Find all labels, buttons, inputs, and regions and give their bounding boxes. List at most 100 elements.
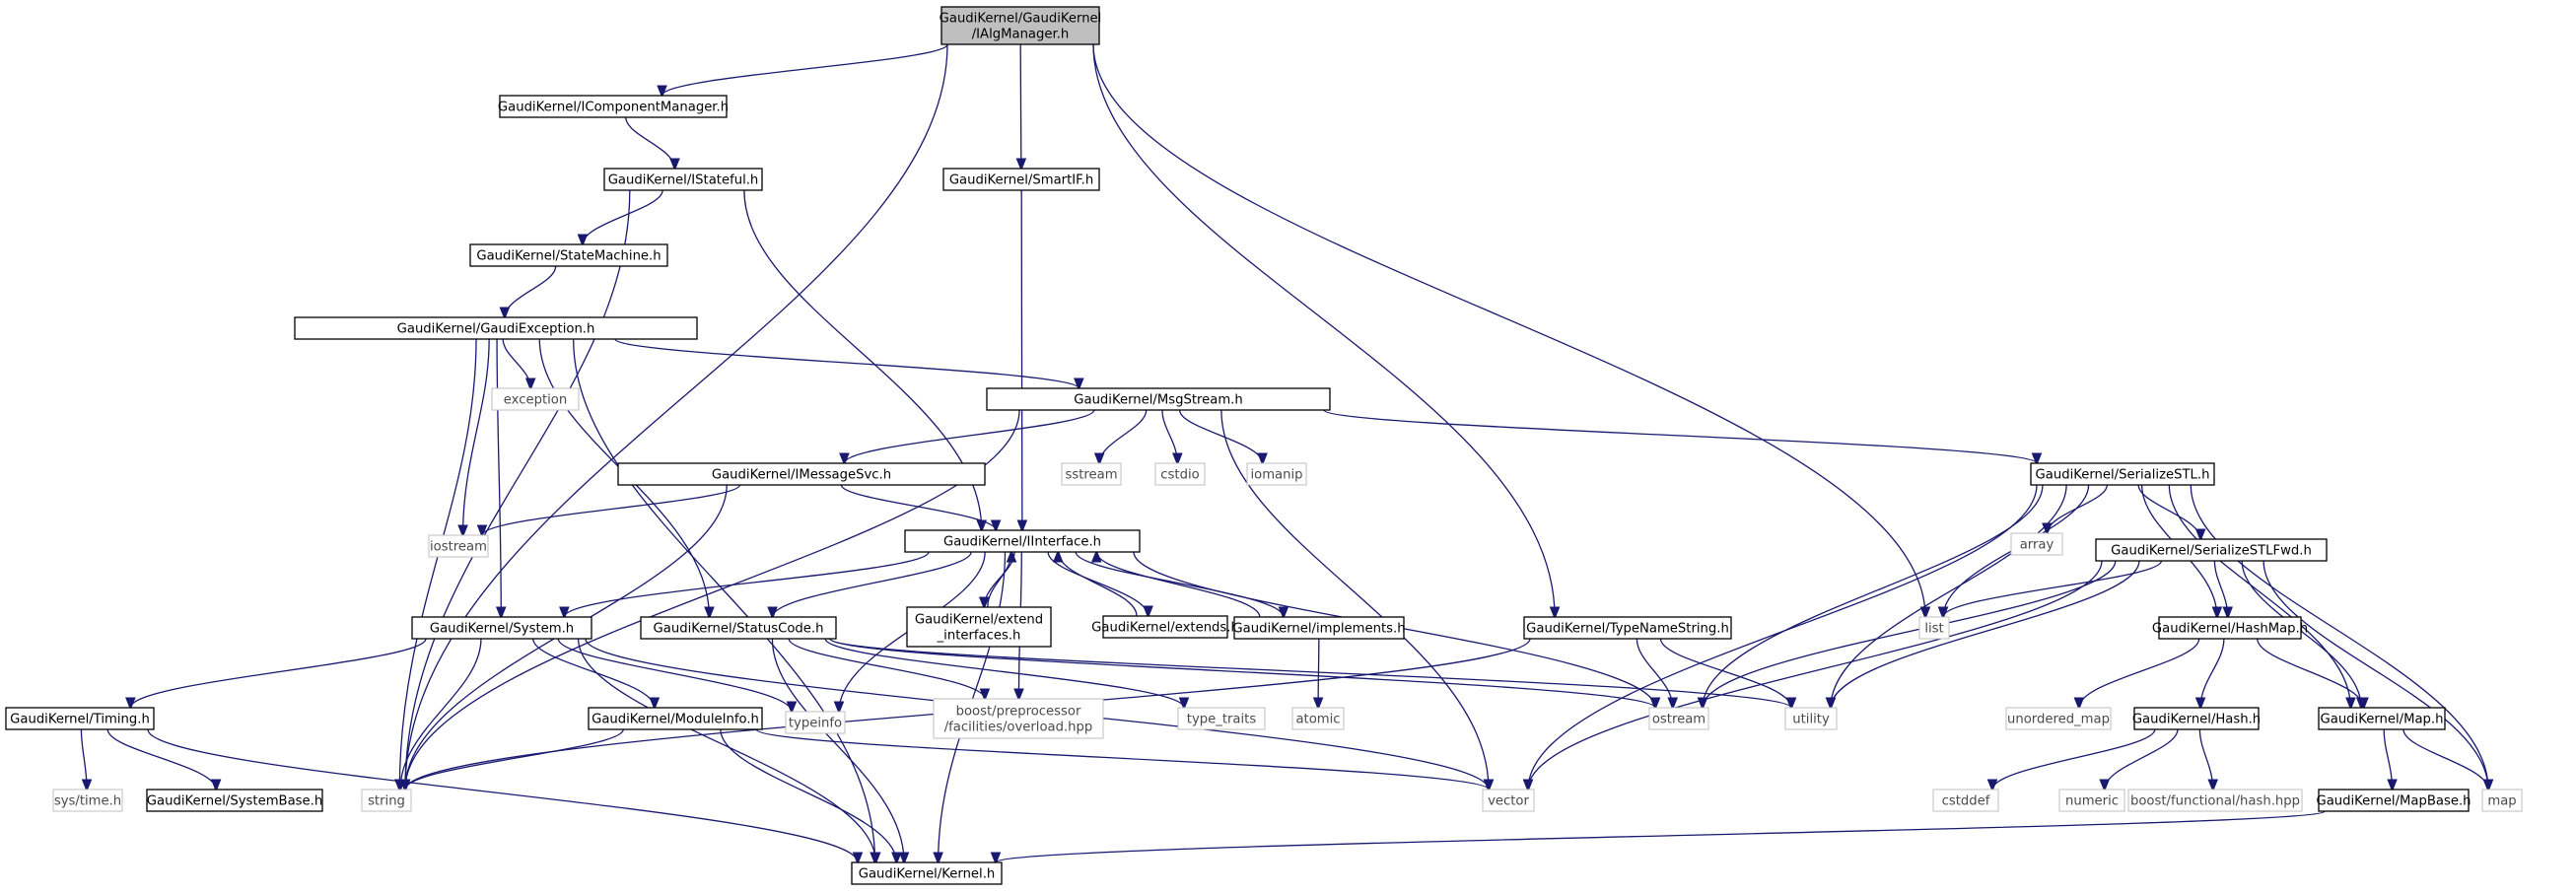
node-box: [1061, 462, 1122, 486]
node-extends[interactable]: GaudiKernel/extends.h: [1091, 615, 1239, 639]
edge-timing-to-systime: [80, 728, 87, 790]
node-box: [640, 616, 837, 640]
edge-root-to-smartif: [1020, 43, 1021, 169]
node-cstddef: cstddef: [1932, 789, 1999, 812]
node-box: [428, 534, 489, 558]
edge-tns-to-ostream: [1636, 638, 1672, 708]
node-box: [940, 6, 1100, 45]
edge-msgs-to-cstdio: [1161, 409, 1177, 463]
edge-modinfo-to-kernel: [720, 728, 897, 862]
node-box: [1482, 789, 1535, 812]
node-map: map: [2481, 789, 2523, 812]
node-label: map: [2487, 794, 2516, 809]
edge-iint-to-system: [564, 551, 930, 617]
edge-gexc-to-system: [497, 338, 501, 617]
node-hash[interactable]: GaudiKernel/Hash.h: [2132, 707, 2261, 730]
node-box: [499, 95, 728, 118]
node-box: [1177, 707, 1266, 730]
edge-iint-to-extends: [1047, 551, 1149, 616]
node-gexc[interactable]: GaudiKernel/GaudiException.h: [294, 316, 698, 340]
edge-gexc-to-msgs: [614, 338, 1079, 388]
edge-serial-to-serfwd: [2137, 484, 2200, 539]
node-impl[interactable]: GaudiKernel/implements.h: [1232, 616, 1406, 640]
node-box: [1648, 707, 1709, 730]
edge-system-to-string: [400, 638, 482, 790]
node-root[interactable]: GaudiKernel/GaudiKernel/IAlgManager.h: [940, 6, 1102, 45]
node-statc[interactable]: GaudiKernel/StatusCode.h: [640, 616, 837, 640]
node-box: [1154, 462, 1206, 486]
edge-root-to-string: [405, 43, 948, 790]
node-label: utility: [1792, 713, 1830, 727]
node-modinfo[interactable]: GaudiKernel/ModuleInfo.h: [588, 707, 763, 730]
node-box: [2030, 462, 2215, 486]
edge-extif-to-iint: [987, 552, 1011, 608]
edge-gexc-to-exception: [502, 338, 530, 388]
node-box: [2010, 532, 2063, 556]
node-box: [1784, 707, 1838, 730]
node-label: GaudiKernel/extend: [915, 613, 1043, 628]
node-label: /facilities/overload.hpp: [944, 721, 1093, 735]
node-statem[interactable]: GaudiKernel/StateMachine.h: [469, 243, 668, 267]
node-array: array: [2010, 532, 2063, 556]
node-icomp[interactable]: GaudiKernel/IComponentManager.h: [498, 95, 729, 118]
node-smartif[interactable]: GaudiKernel/SmartIF.h: [942, 168, 1100, 191]
edge-iint-to-statc: [773, 551, 972, 617]
edge-impl-to-iint: [1096, 552, 1261, 618]
node-label: GaudiKernel/IInterface.h: [943, 535, 1101, 550]
node-extif[interactable]: GaudiKernel/extend_interfaces.h: [906, 606, 1052, 648]
edge-statem-to-gexc: [505, 265, 557, 317]
edge-statc-to-utility: [829, 638, 1791, 708]
node-kernel[interactable]: GaudiKernel/Kernel.h: [851, 861, 1003, 885]
node-exception: exception: [491, 387, 580, 411]
node-box: [294, 316, 698, 340]
edge-statc-to-kernel: [771, 638, 904, 862]
node-label: GaudiKernel/IMessageSvc.h: [712, 468, 891, 483]
edge-tns-to-utility: [1659, 638, 1791, 708]
edge-mapd-to-map: [2402, 728, 2488, 790]
node-label: GaudiKernel/GaudiException.h: [397, 322, 595, 337]
node-atomic: atomic: [1291, 707, 1345, 730]
node-label: typeinfo: [789, 717, 842, 731]
node-tns[interactable]: GaudiKernel/TypeNameString.h: [1523, 616, 1732, 640]
node-sysbase[interactable]: GaudiKernel/SystemBase.h: [146, 789, 323, 812]
edge-statc-to-boostpp: [788, 638, 985, 699]
node-box: [1102, 615, 1228, 639]
edge-serial-to-ostream: [1703, 484, 2044, 708]
node-label: GaudiKernel/SerializeSTL.h: [2036, 468, 2210, 483]
node-box: [1233, 616, 1405, 640]
node-label: GaudiKernel/MsgStream.h: [1074, 393, 1242, 408]
node-serial[interactable]: GaudiKernel/SerializeSTL.h: [2030, 462, 2215, 486]
node-serfwd[interactable]: GaudiKernel/SerializeSTLFwd.h: [2095, 538, 2328, 562]
edge-serfwd-to-utility: [1831, 560, 2140, 708]
node-label: type_traits: [1187, 713, 1257, 727]
edges-layer: [80, 43, 2488, 862]
node-istate[interactable]: GaudiKernel/IStateful.h: [603, 168, 763, 191]
node-label: GaudiKernel/MapBase.h: [2316, 794, 2471, 809]
edge-root-to-list: [1092, 43, 1925, 617]
node-imsg[interactable]: GaudiKernel/IMessageSvc.h: [617, 462, 986, 486]
edge-icomp-to-istate: [625, 116, 675, 169]
edge-hashmap-to-umap: [2079, 638, 2200, 708]
node-label: sys/time.h: [54, 794, 121, 809]
node-box: [2133, 707, 2260, 730]
node-iint[interactable]: GaudiKernel/IInterface.h: [904, 529, 1141, 553]
edge-system-to-typeinfo: [557, 638, 792, 712]
node-label: GaudiKernel/SmartIF.h: [949, 173, 1093, 188]
node-box: [146, 789, 323, 812]
node-box: [491, 387, 580, 411]
node-mapd[interactable]: GaudiKernel/Map.h: [2318, 707, 2446, 730]
node-mapbase[interactable]: GaudiKernel/MapBase.h: [2316, 789, 2472, 812]
edge-hash-to-numeric: [2105, 728, 2179, 790]
node-hashmap[interactable]: GaudiKernel/HashMap.h: [2152, 616, 2308, 640]
node-timing[interactable]: GaudiKernel/Timing.h: [5, 707, 155, 730]
node-label: numeric: [2065, 794, 2119, 809]
node-box: [469, 243, 668, 267]
node-box: [603, 168, 763, 191]
node-label: atomic: [1295, 713, 1340, 727]
node-label: boost/preprocessor: [956, 705, 1081, 720]
node-utility: utility: [1784, 707, 1838, 730]
node-box: [2318, 707, 2446, 730]
node-msgs[interactable]: GaudiKernel/MsgStream.h: [986, 387, 1331, 411]
node-system[interactable]: GaudiKernel/System.h: [411, 616, 592, 640]
node-label: list: [1924, 622, 1943, 637]
